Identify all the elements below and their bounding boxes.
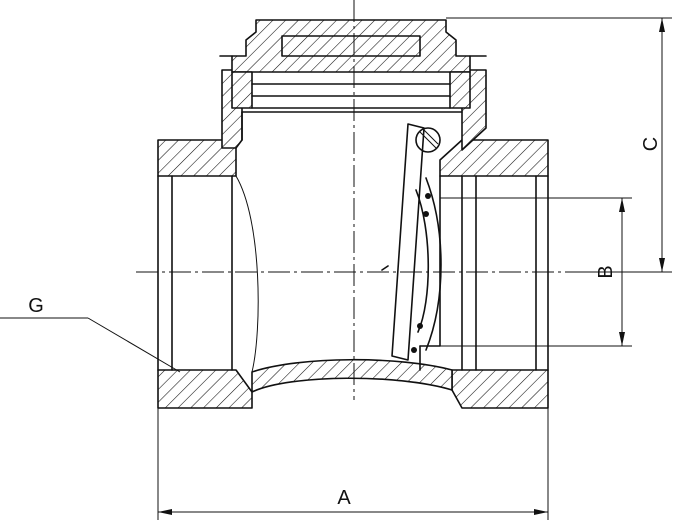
swing-disc-assembly <box>381 123 442 361</box>
bonnet-top <box>231 19 471 73</box>
centerlines <box>136 0 568 400</box>
body-cavity <box>241 111 463 371</box>
right-port-upper-wall <box>439 139 549 177</box>
thread-lines <box>157 175 549 373</box>
dimension-a: A <box>157 408 549 520</box>
callout-g-label: G <box>28 295 44 317</box>
dimension-c-label: C <box>640 137 662 151</box>
bonnet-thread-right <box>449 71 471 109</box>
callout-g: G <box>0 295 181 373</box>
dimension-b: B <box>420 197 632 347</box>
bonnet-inner-boss <box>281 35 421 57</box>
bonnet-cap <box>219 19 487 109</box>
right-port-lower-wall <box>451 369 549 409</box>
body-bottom-wall <box>251 358 453 393</box>
bonnet-thread-left <box>231 71 253 109</box>
dimension-c: C <box>446 17 672 273</box>
valve-body <box>157 69 549 409</box>
hinge-pin <box>415 127 441 153</box>
disc-arm <box>391 123 425 361</box>
disc-face <box>415 189 430 333</box>
left-port-lower-wall <box>157 369 253 409</box>
dimension-a-label: A <box>337 487 351 509</box>
